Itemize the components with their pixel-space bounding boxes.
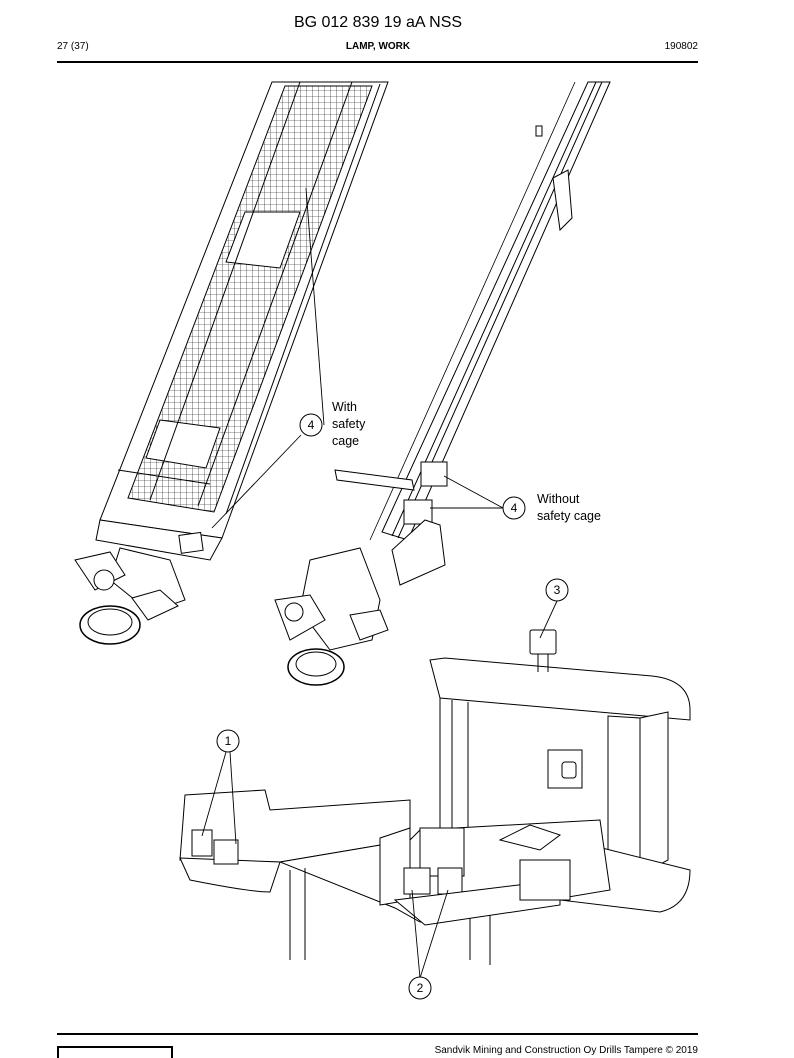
callout-1: 1 <box>216 729 240 753</box>
with-cage-label-line: safety <box>332 417 366 431</box>
boom-with-cage <box>74 81 389 645</box>
doc-date: 190802 <box>664 41 698 52</box>
without-cage-label: Without safety cage <box>537 491 601 525</box>
without-cage-label-line: safety cage <box>537 509 601 523</box>
svg-text:1: 1 <box>225 734 232 748</box>
svg-text:3: 3 <box>554 583 561 597</box>
callout-2: 2 <box>408 976 432 1000</box>
with-cage-label-line: With <box>332 400 357 414</box>
leader-lines <box>201 187 558 979</box>
callout-4-without-cage: 4 <box>502 496 526 520</box>
svg-text:4: 4 <box>511 501 518 515</box>
callout-4-with-cage: 4 <box>299 413 323 437</box>
callout-3: 3 <box>545 578 569 602</box>
with-cage-label: With safety cage <box>332 399 365 450</box>
header-rule <box>57 61 698 63</box>
carrier-frame <box>179 629 691 965</box>
without-cage-label-line: Without <box>537 492 580 506</box>
doc-title: BG 012 839 19 aA NSS <box>293 14 463 31</box>
footer-rule <box>57 1033 698 1035</box>
svg-text:2: 2 <box>417 981 424 995</box>
boom-without-cage <box>274 81 611 686</box>
copyright: Sandvik Mining and Construction Oy Drill… <box>434 1045 698 1056</box>
brand-logo <box>57 1046 173 1058</box>
svg-text:4: 4 <box>308 418 315 432</box>
with-cage-label-line: cage <box>332 434 360 448</box>
page-number: 27 (37) <box>57 41 89 52</box>
section-title: LAMP, WORK <box>345 41 411 52</box>
